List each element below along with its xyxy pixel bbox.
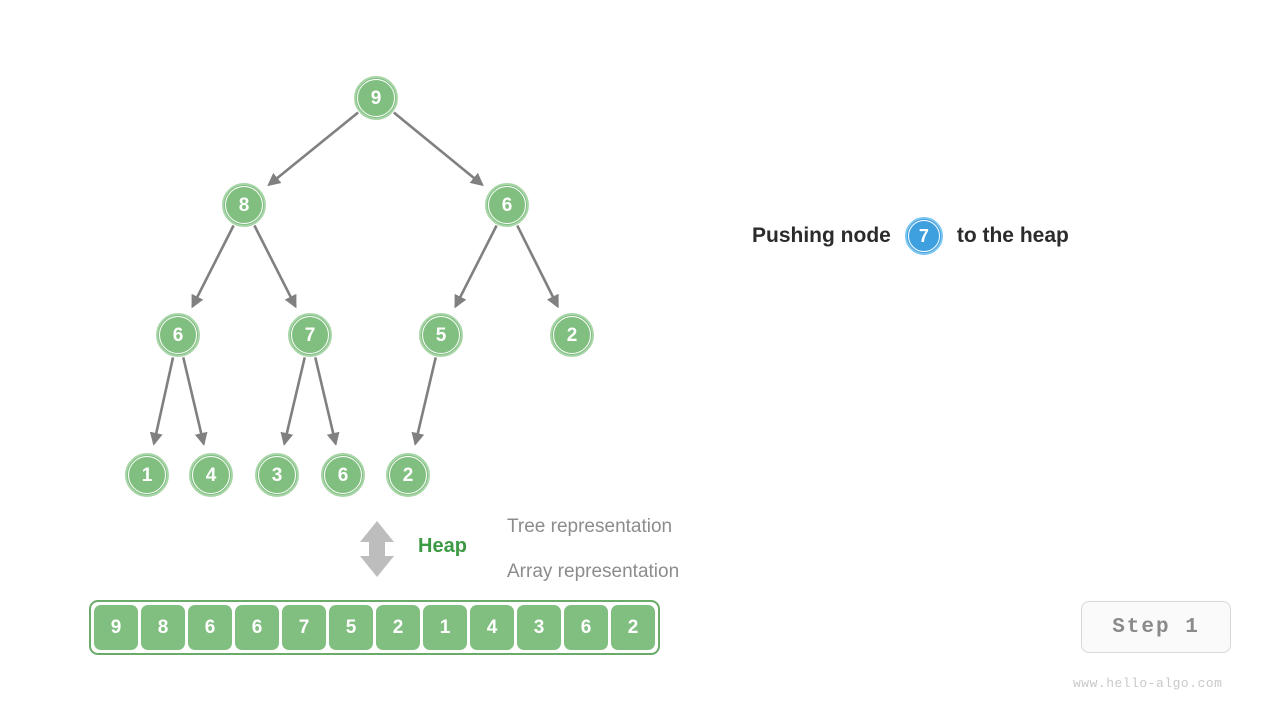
pushed-node-badge: 7	[904, 217, 943, 255]
tree-node-n4: 7	[288, 313, 332, 357]
array-cell: 3	[517, 605, 561, 650]
tree-node-n5: 5	[419, 313, 463, 357]
tree-edge-n0-n2	[392, 111, 484, 187]
tree-edge-n5-n11	[411, 357, 437, 446]
tree-node-value: 5	[435, 324, 447, 346]
annotation-prefix: Pushing node	[752, 224, 891, 247]
array-representation-label: Array representation	[507, 561, 680, 582]
tree-node-value: 6	[172, 324, 184, 346]
tree-node-value: 2	[402, 464, 414, 486]
tree-edge-n0-n1	[267, 111, 359, 187]
tree-node-value: 4	[205, 464, 217, 486]
tree-edge-n4-n9	[280, 357, 306, 446]
array-cell: 8	[141, 605, 185, 650]
tree-node-value: 7	[304, 324, 316, 346]
tree-node-value: 2	[566, 324, 578, 346]
tree-edge-n1-n4	[253, 224, 297, 309]
tree-edge-n2-n5	[454, 224, 498, 309]
tree-node-value: 3	[271, 464, 283, 486]
array-cell: 9	[94, 605, 138, 650]
tree-node-n7: 1	[125, 453, 169, 497]
tree-node-n10: 6	[321, 453, 365, 497]
badge-inner-ring	[907, 220, 940, 252]
tree-node-value: 8	[238, 194, 250, 216]
tree-node-value: 1	[141, 464, 153, 486]
tree-node-n2: 6	[485, 183, 529, 227]
tree-edge-n3-n7	[149, 357, 175, 446]
array-cell: 4	[470, 605, 514, 650]
array-cell: 2	[611, 605, 655, 650]
tree-node-value: 6	[337, 464, 349, 486]
array-cell: 1	[423, 605, 467, 650]
annotation-text: Pushing node 7 to the heap	[752, 217, 1069, 255]
tree-representation-label: Tree representation	[507, 516, 673, 537]
tree-edge-n3-n8	[182, 357, 208, 446]
tree-edge-n4-n10	[314, 357, 340, 446]
array-cell: 6	[235, 605, 279, 650]
array-cell: 6	[564, 605, 608, 650]
array-cell: 6	[188, 605, 232, 650]
tree-node-value: 6	[501, 194, 513, 216]
tree-edge-n2-n6	[516, 224, 559, 309]
annotation-suffix: to the heap	[956, 224, 1069, 247]
array-cell: 5	[329, 605, 373, 650]
array-cell: 2	[376, 605, 420, 650]
tree-node-n8: 4	[189, 453, 233, 497]
array-cell: 7	[282, 605, 326, 650]
step-badge: Step 1	[1081, 601, 1231, 653]
tree-edge-n1-n3	[191, 224, 235, 309]
heap-label: Heap	[418, 535, 467, 557]
pushed-node-value: 7	[918, 225, 929, 246]
tree-node-value: 9	[370, 87, 382, 109]
watermark: www.hello-algo.com	[1073, 676, 1223, 691]
tree-node-n11: 2	[386, 453, 430, 497]
